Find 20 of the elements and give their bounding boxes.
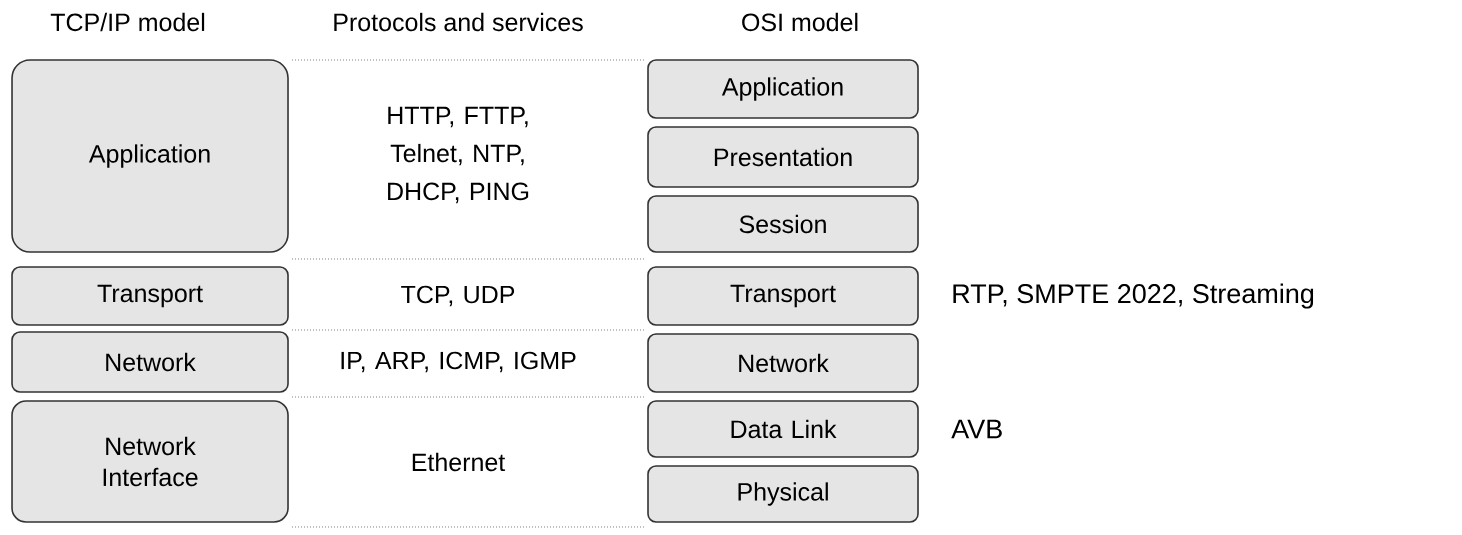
layer-box: Session	[647, 195, 919, 253]
layer-box: Data Link	[647, 400, 919, 458]
protocol-list: HTTP, FTTP, Telnet, NTP, DHCP, PING	[388, 106, 529, 204]
layer-box: Network	[647, 333, 919, 393]
layer-box: Physical	[647, 465, 919, 523]
column-heading: OSI model	[742, 12, 858, 32]
layer-box: Network Interface	[11, 400, 289, 523]
column-heading: TCP/IP model	[50, 12, 205, 32]
side-note: AVB	[951, 419, 1002, 439]
layer-box: Transport	[647, 266, 919, 326]
layer-box: Network	[11, 331, 289, 393]
protocol-list: TCP, UDP	[401, 285, 515, 307]
layer-box: Presentation	[647, 126, 919, 188]
protocol-list: Ethernet	[412, 452, 506, 472]
column-heading: Protocols and services	[334, 12, 583, 32]
side-note: RTP, SMPTE 2022, Streaming	[953, 283, 1314, 309]
layer-box: Application	[647, 59, 919, 119]
protocol-list: IP, ARP, ICMP, IGMP	[341, 351, 576, 373]
layer-box: Transport	[11, 266, 289, 326]
layer-box: Application	[11, 59, 289, 253]
